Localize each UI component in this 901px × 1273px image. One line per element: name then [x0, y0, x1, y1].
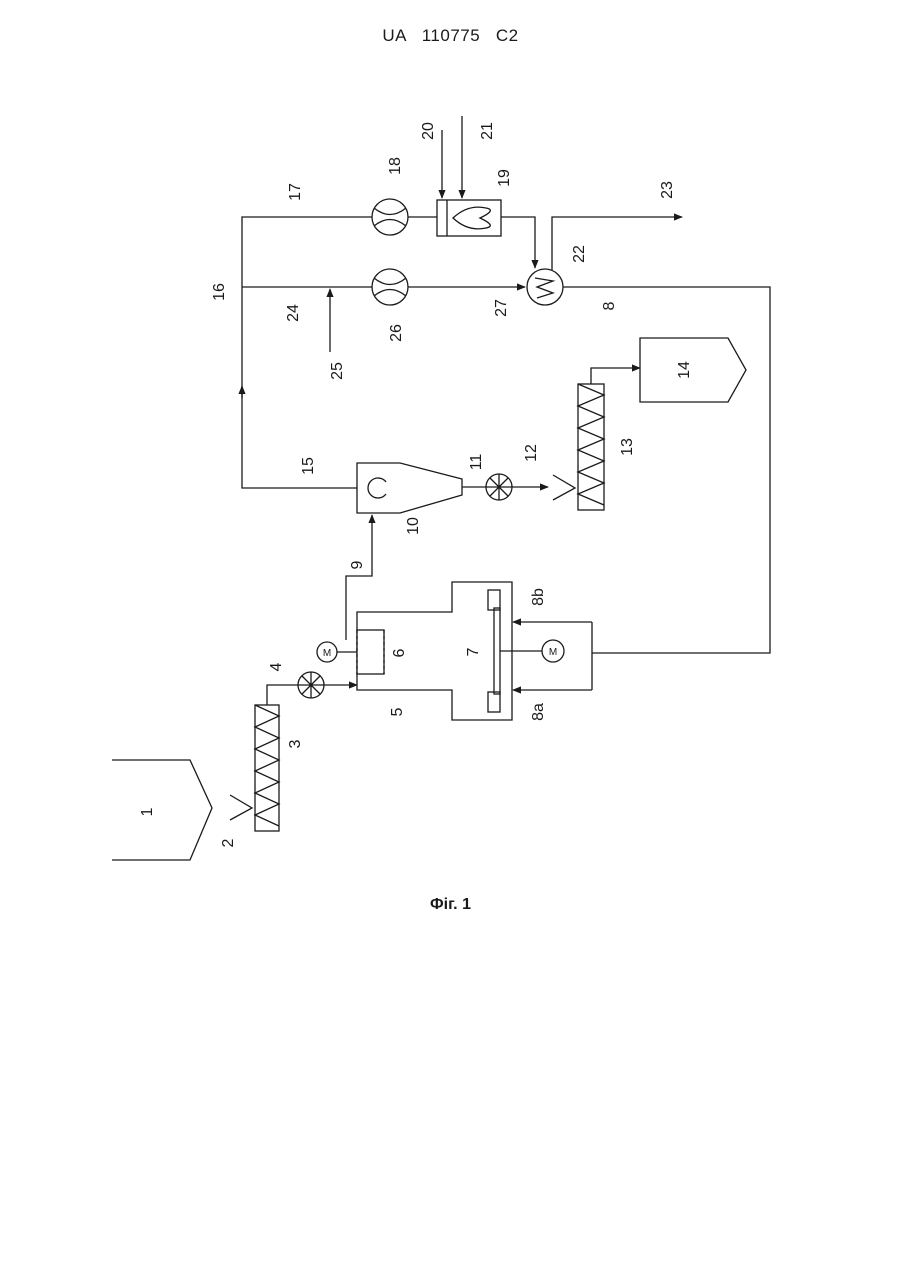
label-12: 12: [523, 444, 540, 462]
label-27: 27: [493, 299, 510, 317]
label-3: 3: [287, 739, 304, 748]
label-24: 24: [285, 304, 302, 322]
label-4: 4: [268, 662, 285, 671]
label-2: 2: [220, 838, 237, 847]
figure-caption: Фіг. 1: [0, 896, 901, 914]
hopper-12: [553, 475, 575, 500]
conveyor-to-silo-line: [591, 368, 640, 384]
screw-feeder-3: [255, 705, 279, 831]
motor-6-label: M: [323, 648, 331, 659]
fan-18: [372, 199, 408, 235]
line-16-17: [242, 217, 372, 395]
feed-bunker: [112, 760, 212, 860]
label-19: 19: [496, 169, 513, 187]
burner-to-exchanger-line: [501, 217, 535, 268]
label-26: 26: [388, 324, 405, 342]
label-20: 20: [420, 122, 437, 140]
cyclone-10: [357, 463, 462, 513]
label-7: 7: [465, 647, 482, 656]
label-8a: 8a: [530, 703, 547, 721]
motor-6: M: [317, 642, 357, 662]
label-15: 15: [300, 457, 317, 475]
label-1: 1: [139, 807, 156, 816]
label-10: 10: [405, 517, 422, 535]
label-23: 23: [659, 181, 676, 199]
screw-conveyor-13: [578, 384, 604, 510]
label-22: 22: [571, 245, 588, 263]
burner-19: [437, 200, 501, 236]
label-5: 5: [389, 707, 406, 716]
label-17: 17: [287, 183, 304, 201]
label-14: 14: [676, 361, 693, 379]
motor-7: M: [542, 640, 564, 662]
label-8b: 8b: [530, 588, 547, 606]
rotary-valve-11: [486, 474, 512, 500]
fan-26: [372, 269, 408, 305]
heat-exchanger-22: [527, 269, 563, 305]
label-21: 21: [479, 122, 496, 140]
hopper-inlet: [230, 795, 252, 820]
label-18: 18: [387, 157, 404, 175]
rotary-valve-4: [298, 672, 324, 698]
label-25: 25: [329, 362, 346, 380]
label-6: 6: [391, 648, 408, 657]
label-16: 16: [211, 283, 228, 301]
motor-7-label: M: [549, 647, 557, 658]
product-silo-14: [640, 338, 746, 402]
label-8: 8: [601, 301, 618, 310]
classifier-wheel-6: [357, 630, 384, 674]
feeder-to-valve-line: [267, 685, 298, 705]
label-13: 13: [619, 438, 636, 456]
label-9: 9: [349, 560, 366, 569]
label-11: 11: [468, 454, 485, 471]
